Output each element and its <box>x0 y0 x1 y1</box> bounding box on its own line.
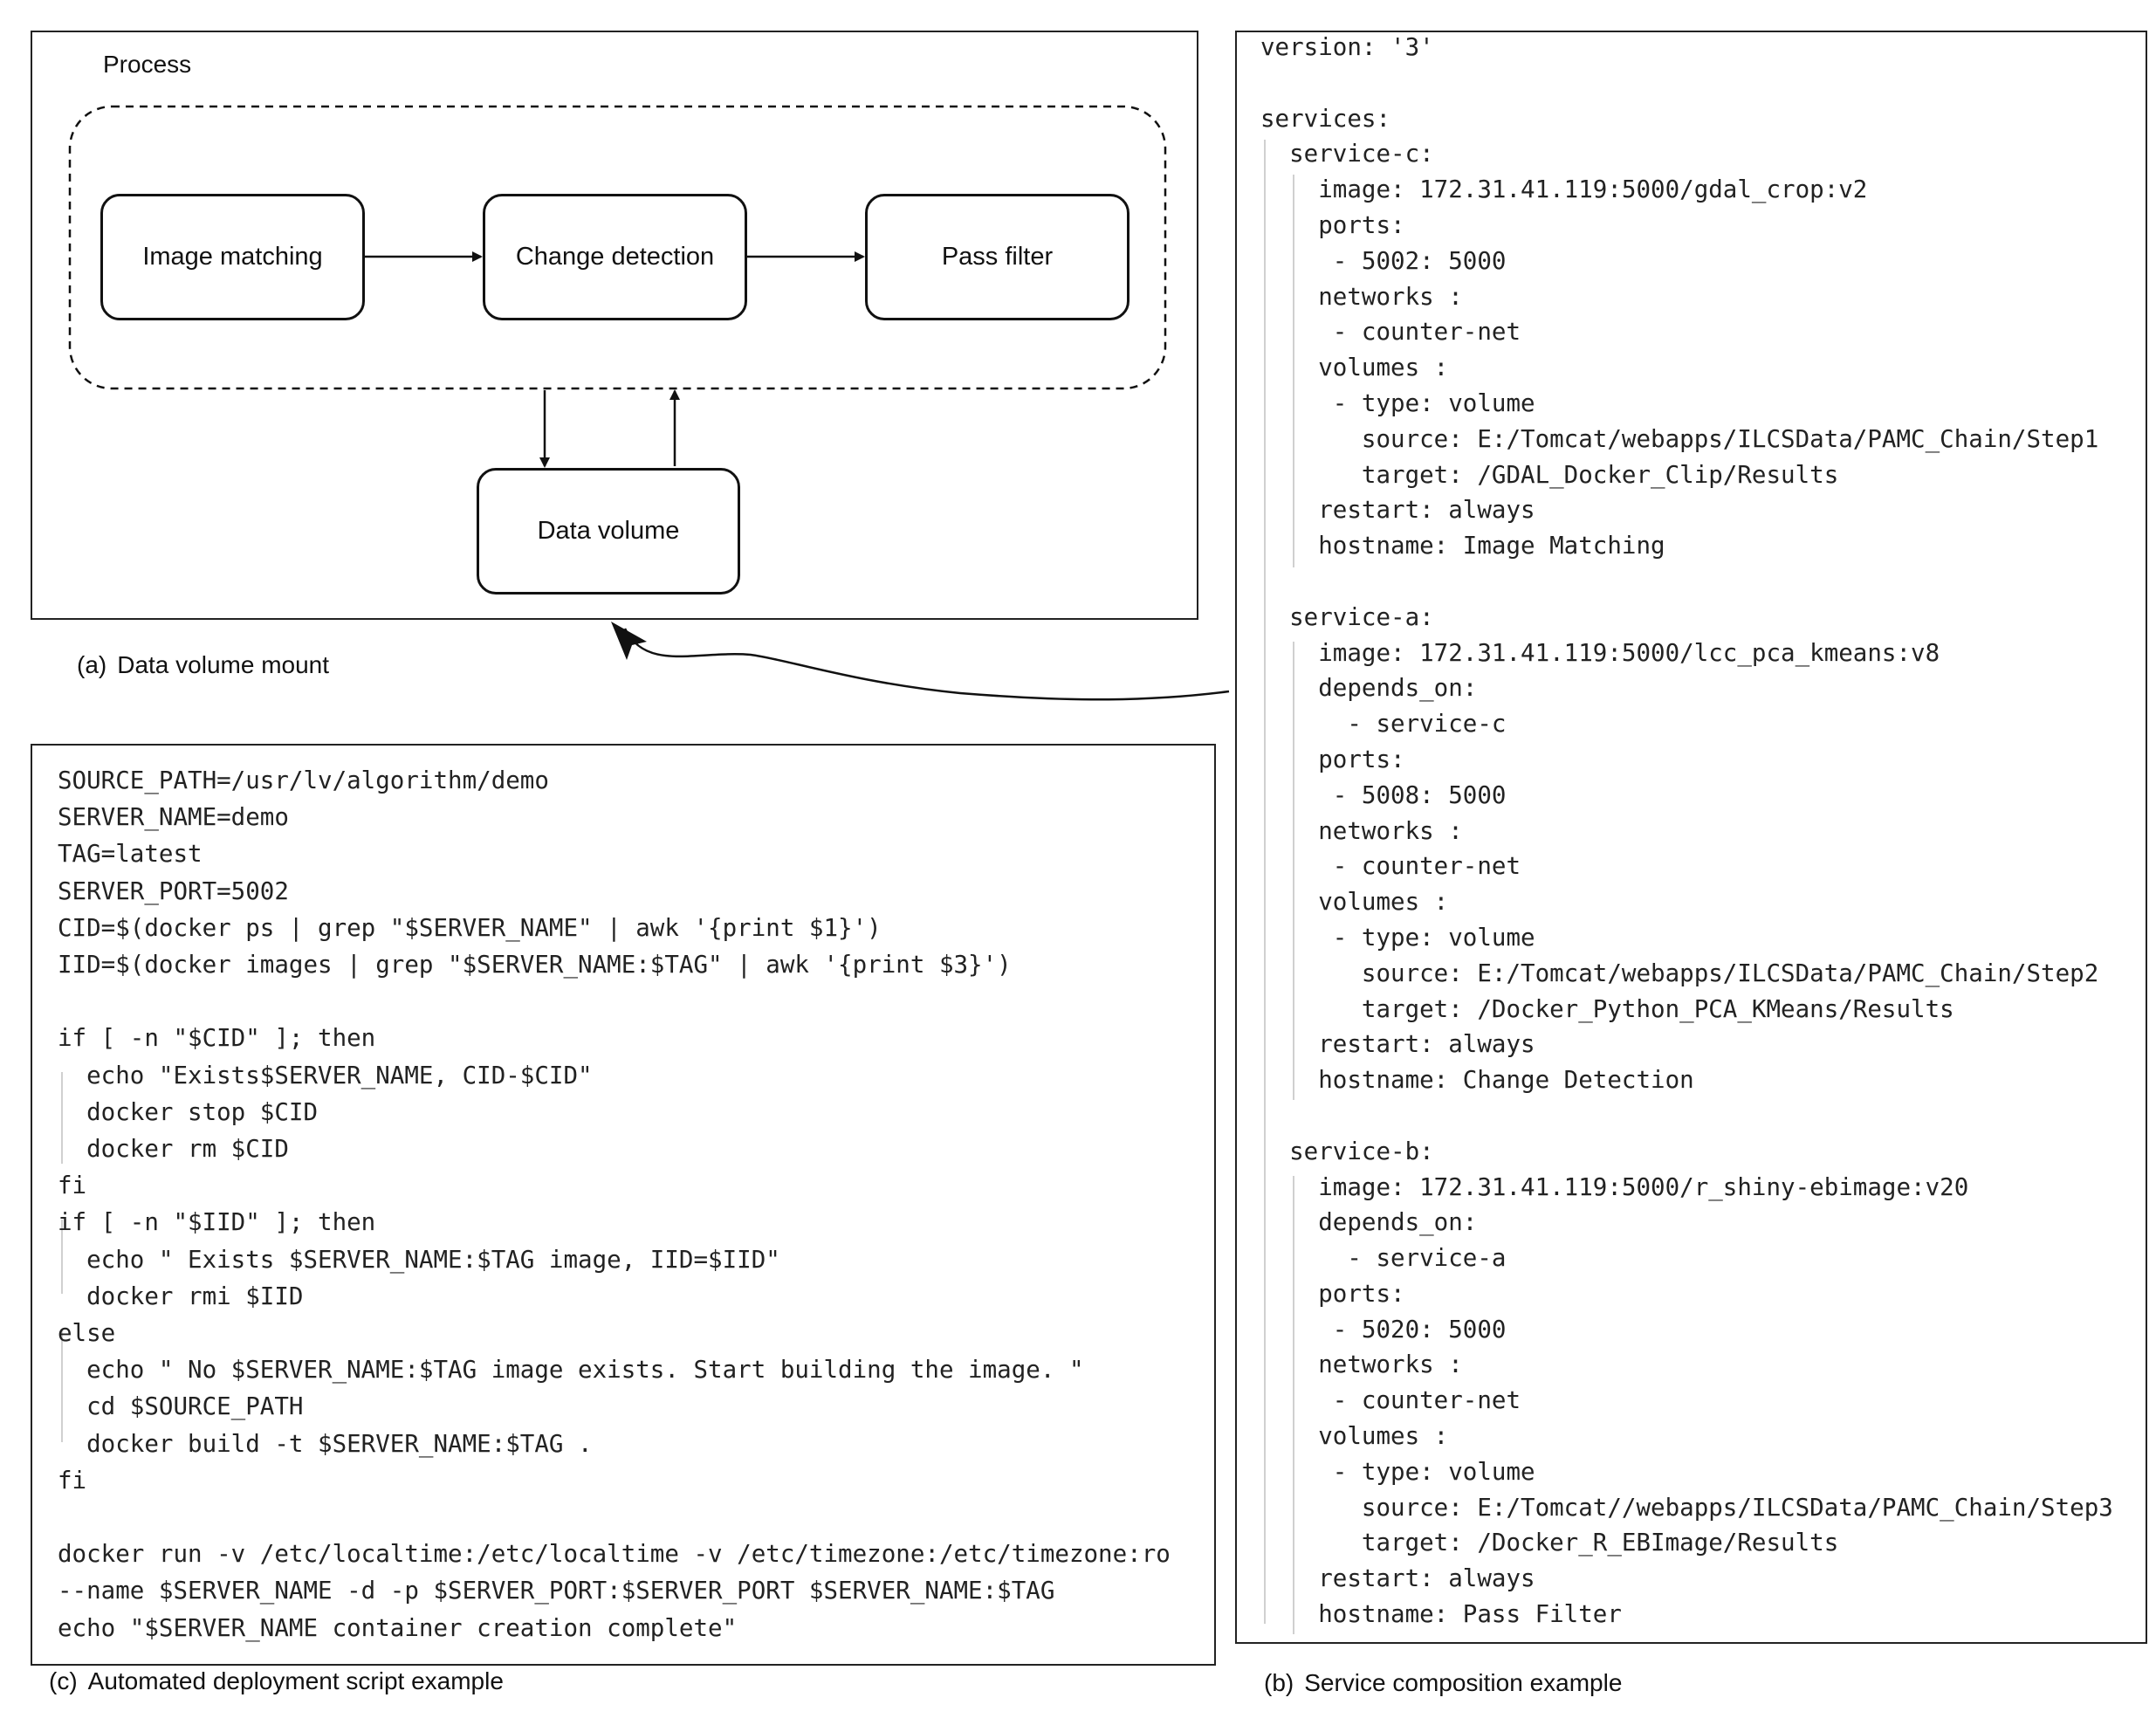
process-label: Process <box>103 51 192 78</box>
script-line: docker stop $CID <box>58 1097 319 1126</box>
indent-guide <box>1293 1176 1294 1634</box>
script-line: IID=$(docker images | grep "$SERVER_NAME… <box>58 951 1012 979</box>
caption-c: (c) Automated deployment script example <box>49 1667 504 1695</box>
compose-line: hostname: Pass Filter <box>1260 1600 1622 1629</box>
script-line: docker build -t $SERVER_NAME:$TAG . <box>58 1429 593 1458</box>
compose-line: - counter-net <box>1260 318 1521 347</box>
script-line: docker run -v /etc/localtime:/etc/localt… <box>58 1540 1171 1569</box>
script-line: echo "Exists$SERVER_NAME, CID-$CID" <box>58 1061 593 1089</box>
script-line: docker rmi $IID <box>58 1282 304 1310</box>
script-line: fi <box>58 1466 87 1495</box>
compose-line: target: /Docker_R_EBImage/Results <box>1260 1529 1839 1557</box>
compose-line: restart: always <box>1260 1564 1535 1593</box>
compose-line: restart: always <box>1260 496 1535 525</box>
script-line: --name $SERVER_NAME -d -p $SERVER_PORT:$… <box>58 1577 1055 1605</box>
indent-guide <box>1293 642 1294 1100</box>
script-line: if [ -n "$IID" ]; then <box>58 1208 376 1237</box>
indent-guide <box>1293 175 1294 567</box>
compose-line: version: '3' <box>1260 33 1434 61</box>
compose-line: service-c: <box>1260 140 1434 168</box>
compose-line: - counter-net <box>1260 852 1521 881</box>
compose-line: target: /Docker_Python_PCA_KMeans/Result… <box>1260 994 1954 1023</box>
service-composition-panel <box>1235 31 2147 1644</box>
reference-arrowhead <box>611 622 647 660</box>
script-line: echo " Exists $SERVER_NAME:$TAG image, I… <box>58 1245 780 1274</box>
caption-c-label: (c) <box>49 1667 78 1694</box>
script-line: SERVER_PORT=5002 <box>58 876 289 905</box>
script-line: CID=$(docker ps | grep "$SERVER_NAME" | … <box>58 913 882 942</box>
caption-a: (a) Data volume mount <box>77 651 329 679</box>
compose-line: source: E:/Tomcat/webapps/ILCSData/PAMC_… <box>1260 959 2099 987</box>
indent-guide <box>61 1330 63 1442</box>
compose-line: image: 172.31.41.119:5000/gdal_crop:v2 <box>1260 175 1868 204</box>
deployment-script-code: SOURCE_PATH=/usr/lv/algorithm/demo SERVE… <box>58 762 1171 1646</box>
compose-line: - 5008: 5000 <box>1260 780 1507 809</box>
reference-curve <box>623 628 1230 701</box>
script-line: docker rm $CID <box>58 1135 289 1164</box>
data-volume-node: Data volume <box>477 468 740 595</box>
compose-line: - 5020: 5000 <box>1260 1315 1507 1344</box>
pass-filter-node: Pass filter <box>865 194 1129 320</box>
compose-line: image: 172.31.41.119:5000/lcc_pca_kmeans… <box>1260 638 1940 667</box>
compose-line: source: E:/Tomcat//webapps/ILCSData/PAMC… <box>1260 1493 2113 1522</box>
script-line: if [ -n "$CID" ]; then <box>58 1024 376 1053</box>
script-line: else <box>58 1319 116 1348</box>
compose-line: networks : <box>1260 282 1463 311</box>
compose-yaml-code: version: '3' services: service-c: image:… <box>1260 30 2113 1632</box>
compose-line: ports: <box>1260 745 1405 773</box>
compose-line: ports: <box>1260 1279 1405 1308</box>
compose-line: restart: always <box>1260 1030 1535 1059</box>
caption-b: (b) Service composition example <box>1264 1669 1622 1697</box>
change-detection-node: Change detection <box>483 194 747 320</box>
compose-line: hostname: Image Matching <box>1260 532 1665 560</box>
compose-line: services: <box>1260 104 1391 133</box>
compose-line: networks : <box>1260 816 1463 845</box>
compose-line: - service-c <box>1260 710 1507 739</box>
compose-line: depends_on: <box>1260 674 1478 703</box>
script-line: echo "$SERVER_NAME container creation co… <box>58 1613 738 1642</box>
compose-line: networks : <box>1260 1351 1463 1379</box>
indent-guide <box>1264 140 1266 1624</box>
deployment-script-panel <box>31 744 1216 1666</box>
caption-c-text: Automated deployment script example <box>87 1667 504 1694</box>
script-line: fi <box>58 1172 87 1200</box>
compose-line: - counter-net <box>1260 1386 1521 1415</box>
image-matching-node: Image matching <box>100 194 365 320</box>
compose-line: hostname: Change Detection <box>1260 1066 1694 1095</box>
script-line: echo " No $SERVER_NAME:$TAG image exists… <box>58 1356 1084 1385</box>
compose-line: target: /GDAL_Docker_Clip/Results <box>1260 460 1839 489</box>
compose-line: - 5002: 5000 <box>1260 246 1507 275</box>
caption-a-text: Data volume mount <box>117 651 330 678</box>
compose-line: image: 172.31.41.119:5000/r_shiny-ebimag… <box>1260 1172 1969 1201</box>
compose-line: - service-a <box>1260 1244 1507 1273</box>
script-line: cd $SOURCE_PATH <box>58 1392 304 1421</box>
compose-line: - type: volume <box>1260 923 1535 952</box>
compose-line: volumes : <box>1260 1422 1449 1451</box>
compose-line: volumes : <box>1260 888 1449 917</box>
caption-b-label: (b) <box>1264 1669 1294 1696</box>
compose-line: - type: volume <box>1260 388 1535 417</box>
indent-guide <box>61 1220 63 1294</box>
script-line: TAG=latest <box>58 840 203 869</box>
compose-line: service-b: <box>1260 1137 1434 1165</box>
caption-a-label: (a) <box>77 651 107 678</box>
compose-line: volumes : <box>1260 354 1449 382</box>
script-line: SERVER_NAME=demo <box>58 803 289 832</box>
caption-b-text: Service composition example <box>1304 1669 1623 1696</box>
script-line: SOURCE_PATH=/usr/lv/algorithm/demo <box>58 766 549 794</box>
compose-line: source: E:/Tomcat/webapps/ILCSData/PAMC_… <box>1260 424 2099 453</box>
compose-line: depends_on: <box>1260 1208 1478 1237</box>
compose-line: - type: volume <box>1260 1457 1535 1486</box>
indent-guide <box>61 1072 63 1164</box>
compose-line: service-a: <box>1260 602 1434 631</box>
compose-line: ports: <box>1260 210 1405 239</box>
